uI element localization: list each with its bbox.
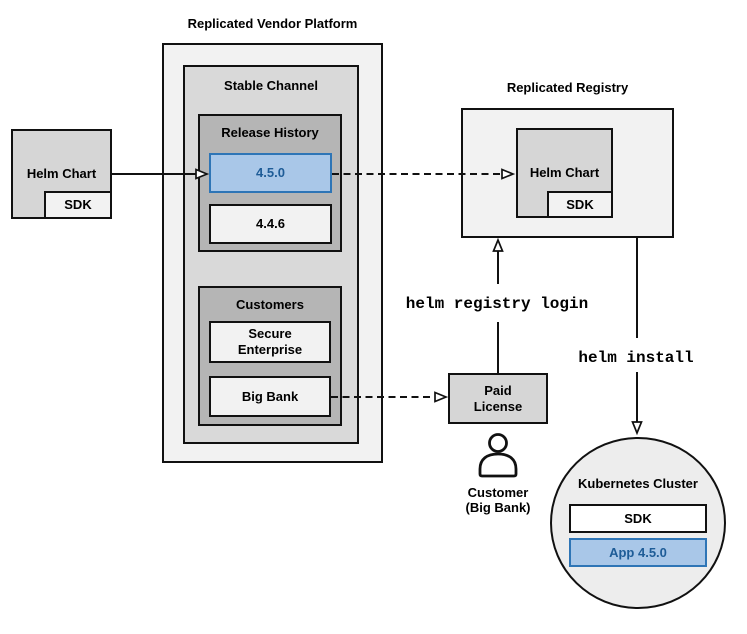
paid-license-label: Paid License [473, 382, 523, 414]
source-sdk-box: SDK [44, 191, 112, 219]
cluster-app-label: App 4.5.0 [609, 544, 667, 560]
source-sdk-label: SDK [64, 197, 92, 212]
kubernetes-cluster-circle: Kubernetes Cluster SDK App 4.5.0 [550, 437, 726, 609]
release-4-5-0-box: 4.5.0 [209, 153, 332, 193]
stable-channel-title: Stable Channel [224, 78, 318, 93]
arrow-registry-to-cluster [631, 238, 643, 436]
vendor-platform-box: Stable Channel Release History 4.5.0 4.4… [162, 43, 383, 463]
release-history-title: Release History [221, 125, 319, 140]
registry-helm-chart-box: Helm Chart SDK [516, 128, 613, 218]
helm-install-command: helm install [574, 348, 698, 368]
source-helm-chart-box: Helm Chart SDK [11, 129, 112, 219]
customer-secure-enterprise-box: Secure Enterprise [209, 321, 331, 363]
registry-sdk-label: SDK [566, 196, 594, 212]
release-history-box: Release History 4.5.0 4.4.6 [198, 114, 342, 252]
stable-channel-box: Stable Channel Release History 4.5.0 4.4… [183, 65, 359, 444]
release-4-5-0-label: 4.5.0 [256, 165, 285, 180]
paid-license-box: Paid License [448, 373, 548, 424]
cluster-sdk-box: SDK [569, 504, 707, 533]
customer-caption: Customer (Big Bank) [466, 485, 531, 515]
customer-secure-enterprise-label: Secure Enterprise [237, 326, 303, 357]
release-4-4-6-box: 4.4.6 [209, 204, 332, 244]
registry-box: Helm Chart SDK [461, 108, 674, 238]
platform-title: Replicated Vendor Platform [187, 16, 358, 31]
kubernetes-cluster-title: Kubernetes Cluster [578, 476, 698, 491]
customer-caption-line1: Customer [467, 485, 529, 500]
customer-big-bank-box: Big Bank [209, 376, 331, 417]
person-icon [478, 433, 518, 478]
customer-caption-line2: (Big Bank) [465, 500, 531, 515]
registry-helm-chart-label: Helm Chart [529, 165, 600, 180]
cluster-app-box: App 4.5.0 [569, 538, 707, 567]
release-4-4-6-label: 4.4.6 [256, 216, 285, 231]
registry-title: Replicated Registry [506, 80, 629, 95]
customers-title: Customers [236, 297, 304, 312]
source-helm-chart-label: Helm Chart [26, 166, 97, 181]
helm-registry-login-command: helm registry login [401, 294, 593, 314]
cluster-sdk-label: SDK [624, 510, 652, 526]
customer-big-bank-label: Big Bank [241, 388, 299, 404]
customers-box: Customers Secure Enterprise Big Bank [198, 286, 342, 426]
registry-sdk-box: SDK [547, 191, 613, 218]
